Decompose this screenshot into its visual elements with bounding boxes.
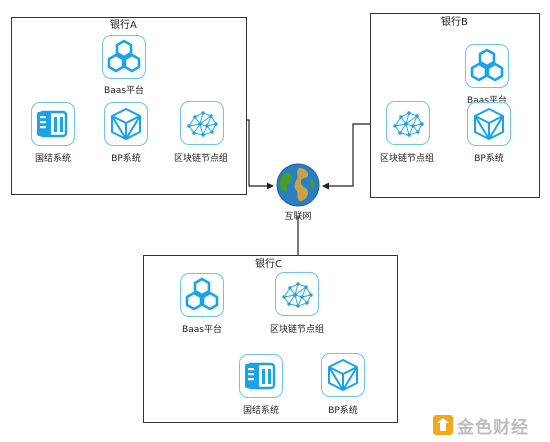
blockchain-network-icon xyxy=(187,111,218,137)
bank-c-chain-node xyxy=(275,272,319,316)
bp-box-icon xyxy=(111,108,141,140)
bp-box-icon xyxy=(474,108,504,140)
bank-b-baas-label: Baas平台 xyxy=(467,96,507,106)
internet-globe-icon xyxy=(276,163,320,207)
baas-hexagon-icon xyxy=(470,48,504,82)
bank-a-title: 银行A xyxy=(110,20,137,31)
bank-b-chain-label: 区块链节点组 xyxy=(379,154,434,164)
watermark-logo-icon xyxy=(433,415,453,435)
bank-a-baas-label: Baas平台 xyxy=(104,86,144,96)
bank-c-bp-label: BP系统 xyxy=(328,406,358,416)
bank-b-baas-node xyxy=(465,44,509,88)
watermark: 金色财经 xyxy=(432,413,529,438)
bank-c-bp-node xyxy=(321,353,365,397)
bank-a-chain-node xyxy=(180,101,224,145)
bank-c-baas-label: Baas平台 xyxy=(182,325,222,335)
settlement-system-icon xyxy=(37,110,68,138)
watermark-text: 金色财经 xyxy=(457,417,529,438)
arrow-b-chain-internet xyxy=(322,120,383,190)
bp-box-icon xyxy=(328,359,358,391)
baas-hexagon-icon xyxy=(185,277,219,311)
internet-label: 互联网 xyxy=(284,212,312,222)
bank-c-settlement-label: 国结系统 xyxy=(242,406,279,416)
bank-b-bp-node xyxy=(467,102,511,146)
bank-b-chain-node xyxy=(386,101,430,145)
bank-b-title: 银行B xyxy=(441,17,468,28)
bank-c-chain-label: 区块链节点组 xyxy=(269,325,324,335)
bank-c-settlement-node xyxy=(239,354,283,398)
bank-c-baas-node xyxy=(180,273,224,317)
baas-hexagon-icon xyxy=(107,39,141,73)
bank-a-settlement-label: 国结系统 xyxy=(34,154,71,164)
settlement-system-icon xyxy=(245,362,276,390)
blockchain-network-icon xyxy=(393,111,424,137)
bank-c-title: 银行C xyxy=(255,259,282,270)
bank-b-bp-label: BP系统 xyxy=(474,154,504,164)
blockchain-network-icon xyxy=(282,282,313,308)
bank-a-chain-label: 区块链节点组 xyxy=(173,154,228,164)
bank-a-bp-node xyxy=(104,102,148,146)
bank-a-bp-label: BP系统 xyxy=(111,154,141,164)
bank-a-baas-node xyxy=(102,35,146,79)
bank-a-settlement-node xyxy=(31,102,75,146)
